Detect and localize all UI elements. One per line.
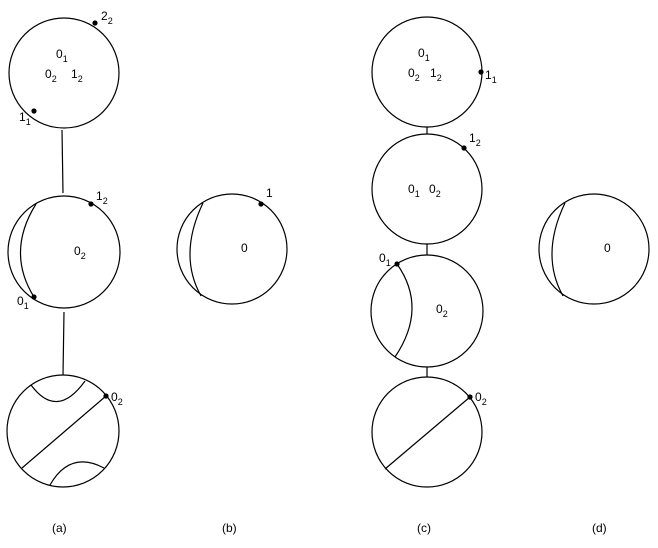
arc-c-third: [394, 263, 413, 358]
disk-c-second: [371, 133, 483, 245]
label-c-second-1: 01: [408, 182, 420, 199]
label-a-top-1: 01: [56, 47, 68, 64]
panel-b: 0 1: [176, 186, 288, 305]
caption-d: (d): [592, 521, 607, 535]
marked-point-c-second-1: [461, 145, 467, 151]
marked-point-a-bottom-1: [103, 393, 109, 399]
connector-a-top-middle: [61, 129, 64, 194]
label-c-third-1: 02: [436, 302, 448, 319]
label-d-1: 0: [604, 241, 611, 255]
disk-c-first: [371, 16, 483, 128]
panel-d: 0: [538, 193, 650, 305]
disk-d: [538, 193, 650, 305]
connector-a-middle-bottom: [62, 311, 65, 376]
arc-a-bottom-lower: [49, 461, 105, 486]
label-c-second-2: 02: [429, 182, 441, 199]
caption-c: (c): [417, 521, 431, 535]
arc-a-bottom-upper: [30, 380, 86, 403]
panel-c: 01 02 12 11 01 02 12 02 01 02: [370, 16, 497, 488]
label-a-top-2: 02: [45, 67, 57, 84]
label-a-top-3: 12: [71, 67, 83, 84]
marker-label-a-middle-1: 12: [96, 189, 108, 206]
caption-a: (a): [52, 521, 67, 535]
disk-a-top: [8, 17, 120, 129]
label-c-first-1: 01: [418, 46, 430, 63]
marker-label-a-top-2: 11: [19, 110, 31, 127]
marker-label-c-second-1: 12: [469, 131, 481, 148]
label-a-middle-1: 02: [74, 244, 86, 261]
marked-point-a-top-1: [92, 20, 98, 26]
chord-a-bottom: [21, 395, 107, 469]
marker-label-b-1: 1: [266, 186, 273, 200]
label-b-1: 0: [241, 241, 248, 255]
disk-c-fourth: [371, 376, 483, 488]
marker-label-c-third-1: 01: [379, 251, 391, 268]
arc-d: [551, 202, 566, 297]
marked-point-c-first-1: [478, 69, 484, 75]
disk-a-bottom: [6, 374, 120, 488]
caption-b: (b): [222, 521, 237, 535]
arc-b: [189, 202, 204, 297]
disk-a-middle: [7, 195, 121, 309]
marked-point-c-third-1: [394, 261, 400, 267]
marked-point-b-1: [258, 201, 264, 207]
label-c-first-2: 02: [408, 66, 420, 83]
marked-point-a-middle-1: [88, 201, 94, 207]
disk-c-third: [370, 254, 484, 368]
marked-point-a-top-2: [31, 108, 37, 114]
panel-a: 01 02 12 22 11 02 12 01 02: [6, 9, 123, 488]
chord-c-fourth: [384, 396, 471, 470]
disk-b: [176, 193, 288, 305]
arc-a-middle: [19, 203, 37, 298]
label-c-first-3: 12: [430, 66, 442, 83]
marker-label-c-fourth-1: 02: [475, 390, 487, 407]
marker-label-a-bottom-1: 02: [111, 390, 123, 407]
marker-label-c-first-1: 11: [485, 68, 497, 85]
marked-point-c-fourth-1: [467, 394, 473, 400]
marker-label-a-middle-2: 01: [17, 294, 29, 311]
marked-point-a-middle-2: [31, 294, 37, 300]
marker-label-a-top-1: 22: [101, 9, 113, 26]
